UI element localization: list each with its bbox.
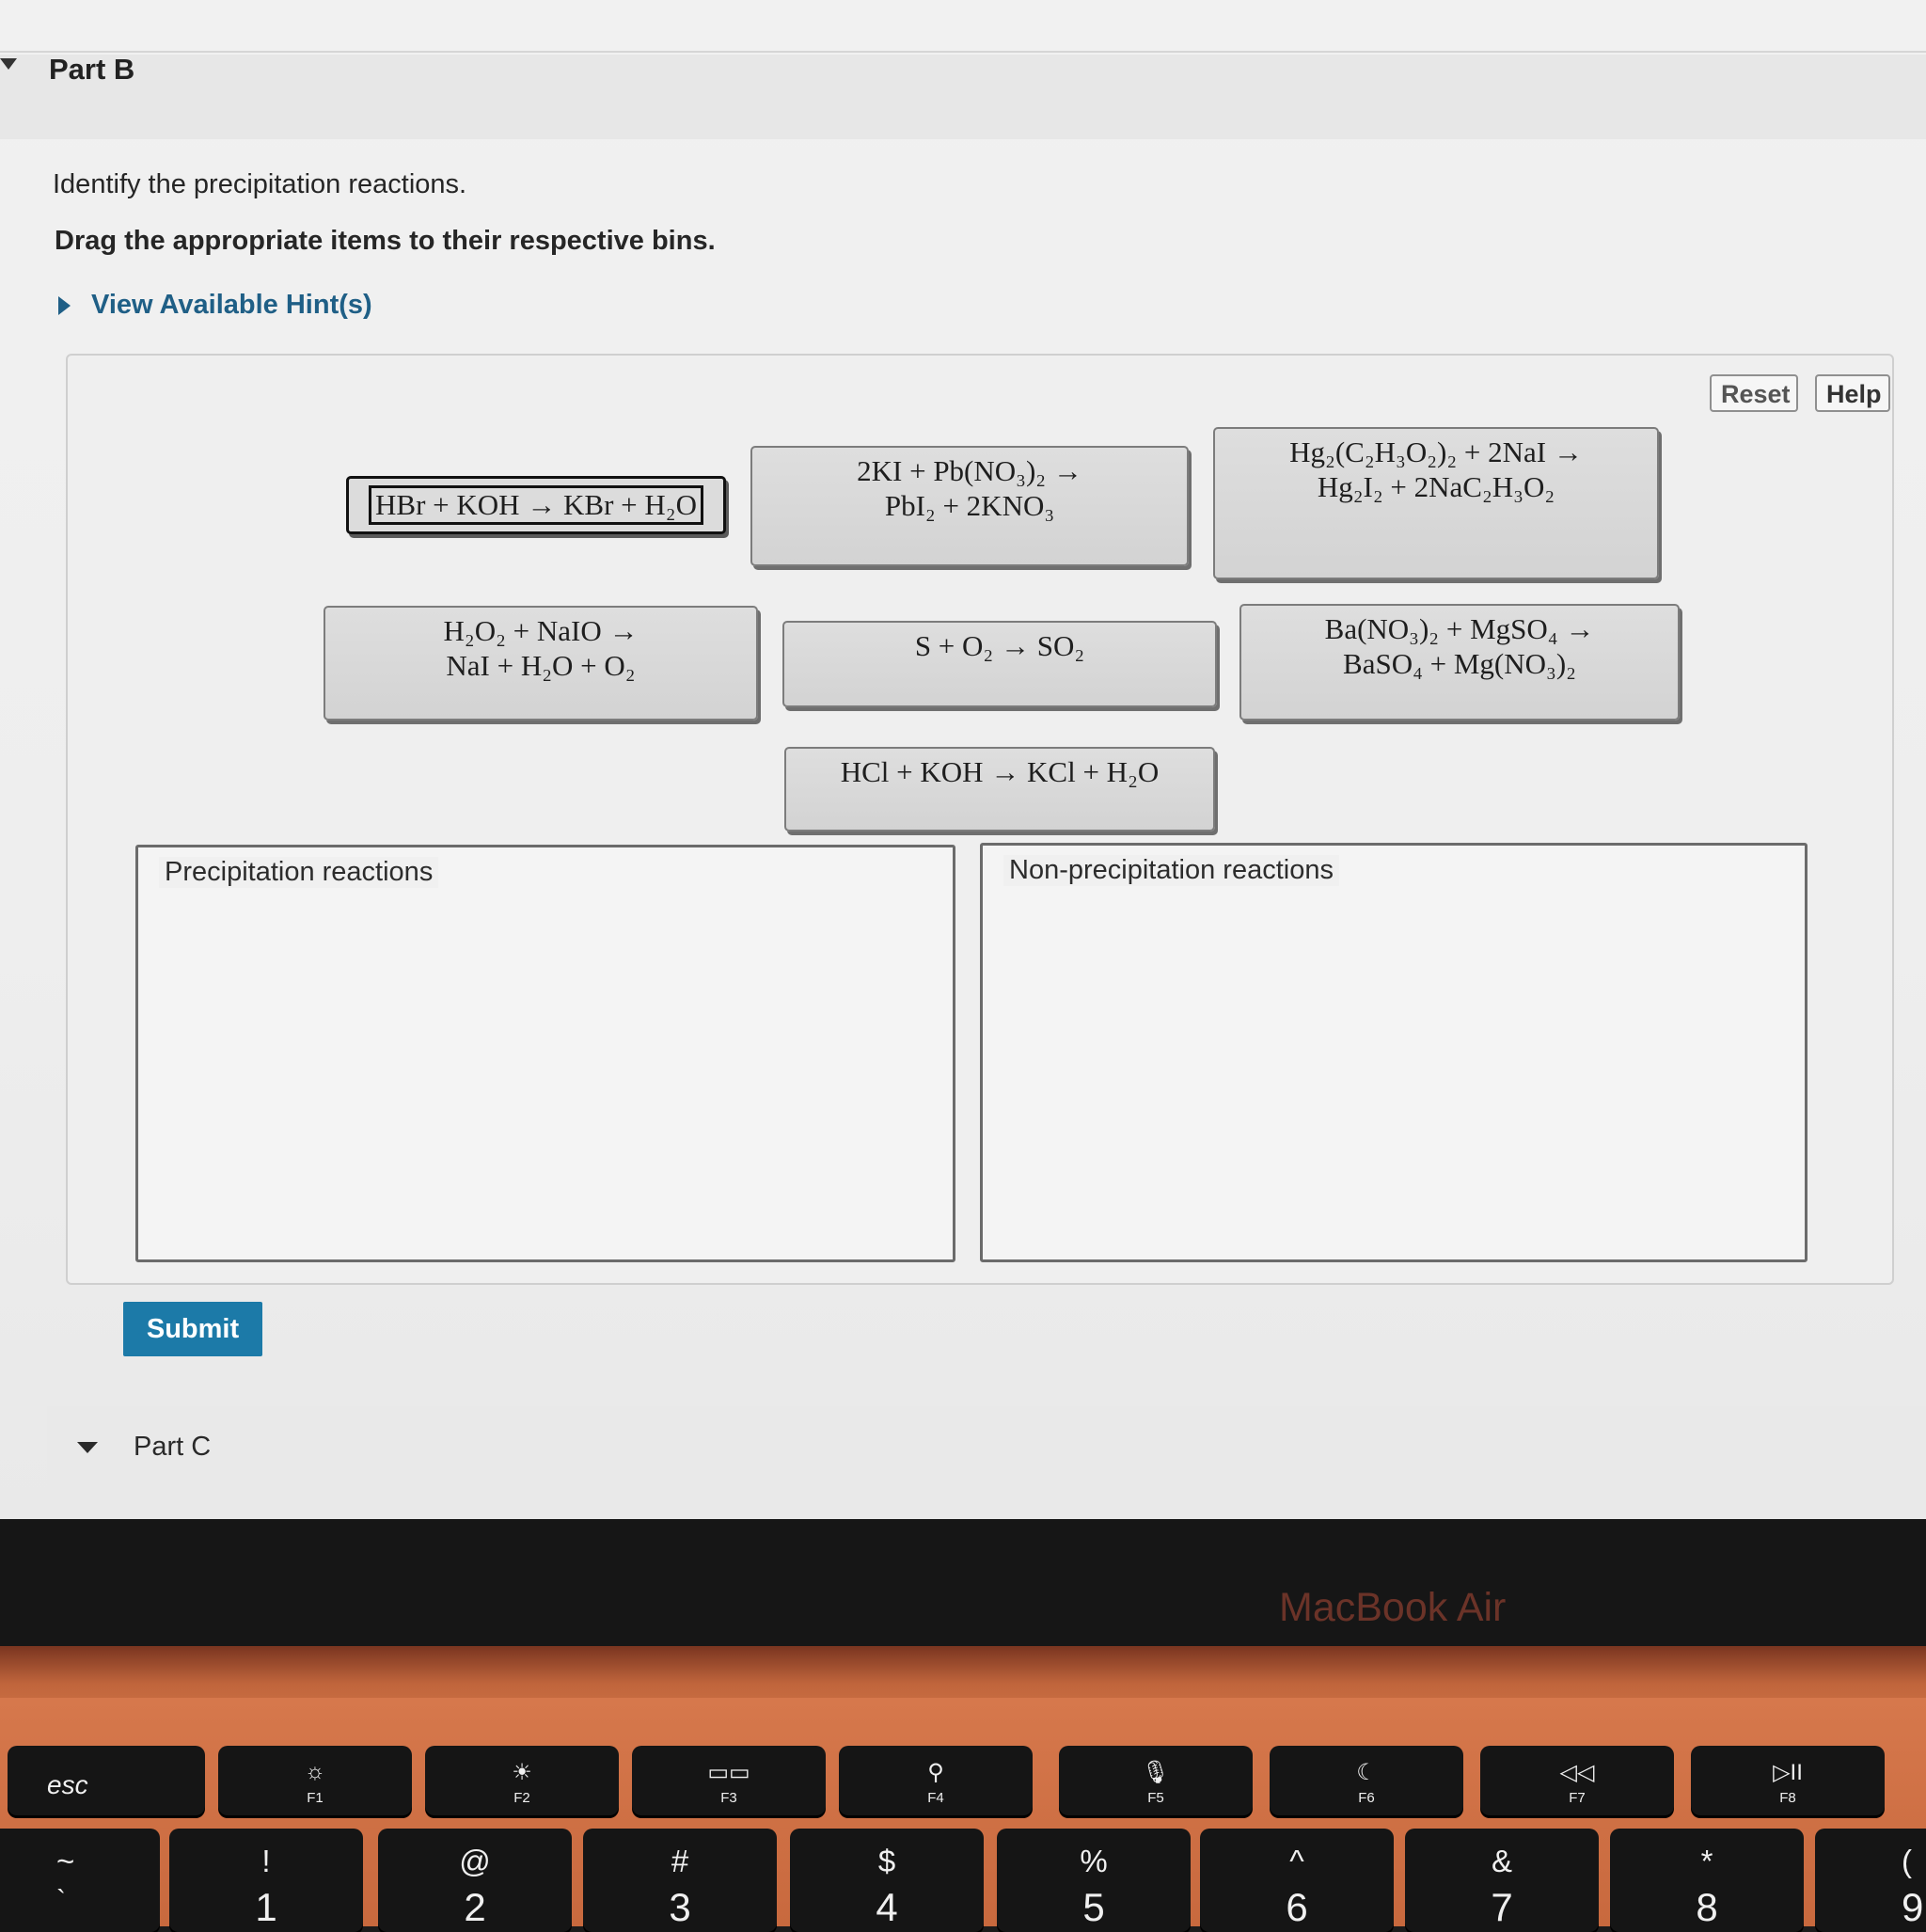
precipitation-bin-label: Precipitation reactions [159,857,439,888]
reaction-equation: S + O₂ → SO₂ [914,629,1085,662]
reaction-tile[interactable]: HCl + KOH → KCl + H₂O [784,747,1215,831]
non-precipitation-bin-label: Non-precipitation reactions [1003,855,1339,886]
help-button[interactable]: Help [1815,374,1890,412]
brightness-down-icon: ☼ [305,1759,325,1784]
key-top-symbol: ~ [56,1844,75,1878]
key-f6-label: F6 [1358,1790,1375,1806]
submit-button[interactable]: Submit [123,1302,262,1356]
play-pause-icon: ▷II [1773,1760,1803,1785]
browser-screen: Part B Identify the precipitation reacti… [0,0,1926,1519]
laptop-brand-logo: MacBook Air [1279,1585,1507,1630]
reaction-equation-line1: H₂O₂ + NaIO → [443,614,639,647]
reaction-equation: HCl + KOH → KCl + H₂O [840,755,1160,788]
key-top-symbol: % [1080,1844,1108,1878]
brightness-up-icon: ☀ [512,1760,532,1785]
search-icon: ⚲ [927,1760,944,1785]
caret-right-icon [58,295,71,315]
reaction-tile[interactable]: S + O₂ → SO₂ [782,621,1217,707]
question-instruction: Drag the appropriate items to their resp… [55,226,716,256]
reaction-tile[interactable]: 2KI + Pb(NO₃)₂ → PbI₂ + 2KNO₃ [750,446,1189,566]
key-esc-label: esc [47,1770,88,1799]
key-top-symbol: & [1491,1844,1512,1878]
reaction-tile[interactable]: Hg₂(C₂H₃O₂)₂ + 2NaI → Hg₂I₂ + 2NaC₂H₃O₂ [1213,427,1659,579]
laptop-bezel [0,1519,1926,1660]
reaction-tile[interactable]: H₂O₂ + NaIO → NaI + H₂O + O₂ [324,606,758,721]
key-f8[interactable]: ▷II F8 [1691,1746,1885,1815]
key-6[interactable]: ^ 6 [1200,1829,1394,1932]
moon-icon: ☾ [1356,1760,1377,1785]
reaction-equation-line1: 2KI + Pb(NO₃)₂ → [857,454,1082,487]
reaction-tile[interactable]: HBr + KOH → KBr + H₂O [346,476,726,534]
key-f4-label: F4 [927,1790,944,1806]
key-bottom-symbol: ` [56,1885,66,1916]
reaction-equation-line2: BaSO₄ + Mg(NO₃)₂ [1343,647,1576,680]
key-f2-label: F2 [513,1790,530,1806]
key-bottom-symbol: 7 [1491,1885,1513,1929]
key-f6[interactable]: ☾ F6 [1270,1746,1463,1815]
key-backtick[interactable]: ~ ` [0,1829,160,1932]
key-f3-label: F3 [720,1790,737,1806]
key-2[interactable]: @ 2 [378,1829,572,1932]
key-f1[interactable]: ☼ F1 [218,1746,412,1815]
key-bottom-symbol: 4 [876,1885,898,1929]
key-top-symbol: $ [877,1844,896,1878]
reaction-equation-line2: NaI + H₂O + O₂ [446,649,636,682]
non-precipitation-bin[interactable]: Non-precipitation reactions [980,843,1808,1262]
key-f2[interactable]: ☀ F2 [425,1746,619,1815]
key-top-symbol: ( [1902,1844,1912,1878]
view-hints-label: View Available Hint(s) [91,290,372,320]
key-top-symbol: # [671,1844,689,1878]
reaction-equation: HBr + KOH → KBr + H₂O [369,485,703,525]
reaction-tile[interactable]: Ba(NO₃)₂ + MgSO₄ → BaSO₄ + Mg(NO₃)₂ [1239,604,1680,721]
key-bottom-symbol: 5 [1082,1885,1105,1929]
key-top-symbol: @ [459,1844,491,1878]
key-bottom-symbol: 6 [1286,1885,1308,1929]
key-esc[interactable]: esc [8,1746,205,1815]
view-hints-link[interactable]: View Available Hint(s) [58,290,372,321]
mission-control-icon: ▭▭ [707,1760,750,1785]
part-c-header[interactable] [47,1406,1926,1491]
part-b-header[interactable] [0,55,1926,139]
key-f7[interactable]: ◁◁ F7 [1480,1746,1674,1815]
key-f3[interactable]: ▭▭ F3 [632,1746,826,1815]
key-9[interactable]: ( 9 [1815,1829,1926,1932]
key-top-symbol: * [1700,1844,1713,1878]
key-8[interactable]: * 8 [1610,1829,1804,1932]
key-f5[interactable]: 🎙 F5 [1059,1746,1253,1815]
key-bottom-symbol: 9 [1902,1885,1924,1929]
key-f5-label: F5 [1147,1790,1164,1806]
microphone-icon: 🎙 [1141,1760,1171,1785]
expand-caret-icon[interactable] [77,1442,98,1453]
key-7[interactable]: & 7 [1405,1829,1599,1932]
key-f1-label: F1 [307,1790,324,1806]
reaction-equation-line1: Hg₂(C₂H₃O₂)₂ + 2NaI → [1289,435,1583,468]
key-bottom-symbol: 3 [669,1885,691,1929]
precipitation-bin[interactable]: Precipitation reactions [135,845,955,1262]
key-3[interactable]: # 3 [583,1829,777,1932]
reaction-equation-line1: Ba(NO₃)₂ + MgSO₄ → [1324,612,1595,645]
key-bottom-symbol: 1 [255,1885,277,1929]
key-f4[interactable]: ⚲ F4 [839,1746,1033,1815]
reaction-equation-line2: PbI₂ + 2KNO₃ [884,489,1055,522]
reaction-equation-line2: Hg₂I₂ + 2NaC₂H₃O₂ [1317,470,1555,503]
collapse-caret-icon[interactable] [0,58,17,70]
part-b-title: Part B [49,53,135,86]
key-f7-label: F7 [1569,1790,1586,1806]
key-5[interactable]: % 5 [997,1829,1191,1932]
question-prompt: Identify the precipitation reactions. [53,169,467,199]
key-1[interactable]: ! 1 [169,1829,363,1932]
key-top-symbol: ^ [1289,1844,1304,1878]
part-c-title: Part C [134,1432,212,1462]
key-4[interactable]: $ 4 [790,1829,984,1932]
reset-button[interactable]: Reset [1710,374,1798,412]
key-bottom-symbol: 8 [1696,1885,1718,1929]
key-top-symbol: ! [261,1844,271,1878]
rewind-icon: ◁◁ [1559,1760,1595,1785]
key-f8-label: F8 [1779,1790,1796,1806]
divider [0,51,1926,53]
key-bottom-symbol: 2 [464,1885,486,1929]
